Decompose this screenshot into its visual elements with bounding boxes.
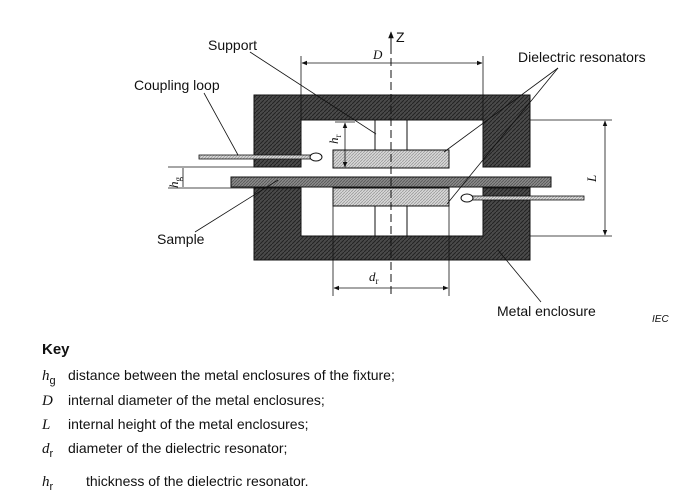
dielectric-resonators-label: Dielectric resonators [518,49,646,65]
sample-leader [194,179,279,233]
key-symbol: D [42,393,53,409]
key-symbol: L [42,417,51,433]
resonator-leader-lower [446,67,559,205]
key-item-hr: hr thickness of the dielectric resonator. [42,473,309,493]
dimension-hr-label: hr [326,135,343,145]
svg-text:hr: hr [326,135,343,145]
svg-text:hg: hg [166,177,183,189]
lower-metal-enclosure [253,187,531,261]
left-coupling-loop [198,152,323,162]
key-symbol: hg [42,368,56,387]
z-axis-label: Z [396,29,405,45]
key-description: internal height of the metal enclosures; [68,416,309,432]
dimension-hg-label: hg [166,177,183,189]
metal-enclosure-leader [497,249,542,303]
support-label: Support [208,37,257,53]
metal-enclosure-label: Metal enclosure [497,303,596,319]
right-coupling-loop [460,193,585,203]
support-leader [249,51,377,135]
dimension-dr-label: dr [369,269,379,286]
key-symbol: hr [42,474,54,493]
key-description: thickness of the dielectric resonator. [86,473,309,489]
iec-label: IEC [652,314,669,325]
sample-label: Sample [157,231,205,247]
dimension-D-label: D [372,47,383,62]
key-description: distance between the metal enclosures of… [68,367,395,383]
key-title: Key [42,341,70,358]
coupling-loop-label: Coupling loop [134,77,220,93]
coupling-loop-leader [203,92,239,156]
resonator-leader-upper [443,67,559,153]
fixture-diagram: Z D L hr hg dr Support Dielectric resona… [134,29,669,325]
key-description: diameter of the dielectric resonator; [68,440,288,456]
dimension-L-label: L [584,175,599,183]
key-item-hg: hg distance between the metal enclosures … [42,367,395,387]
key-symbol: dr [42,441,54,460]
key-item-dr: dr diameter of the dielectric resonator; [42,440,287,460]
key-description: internal diameter of the metal enclosure… [68,392,325,408]
